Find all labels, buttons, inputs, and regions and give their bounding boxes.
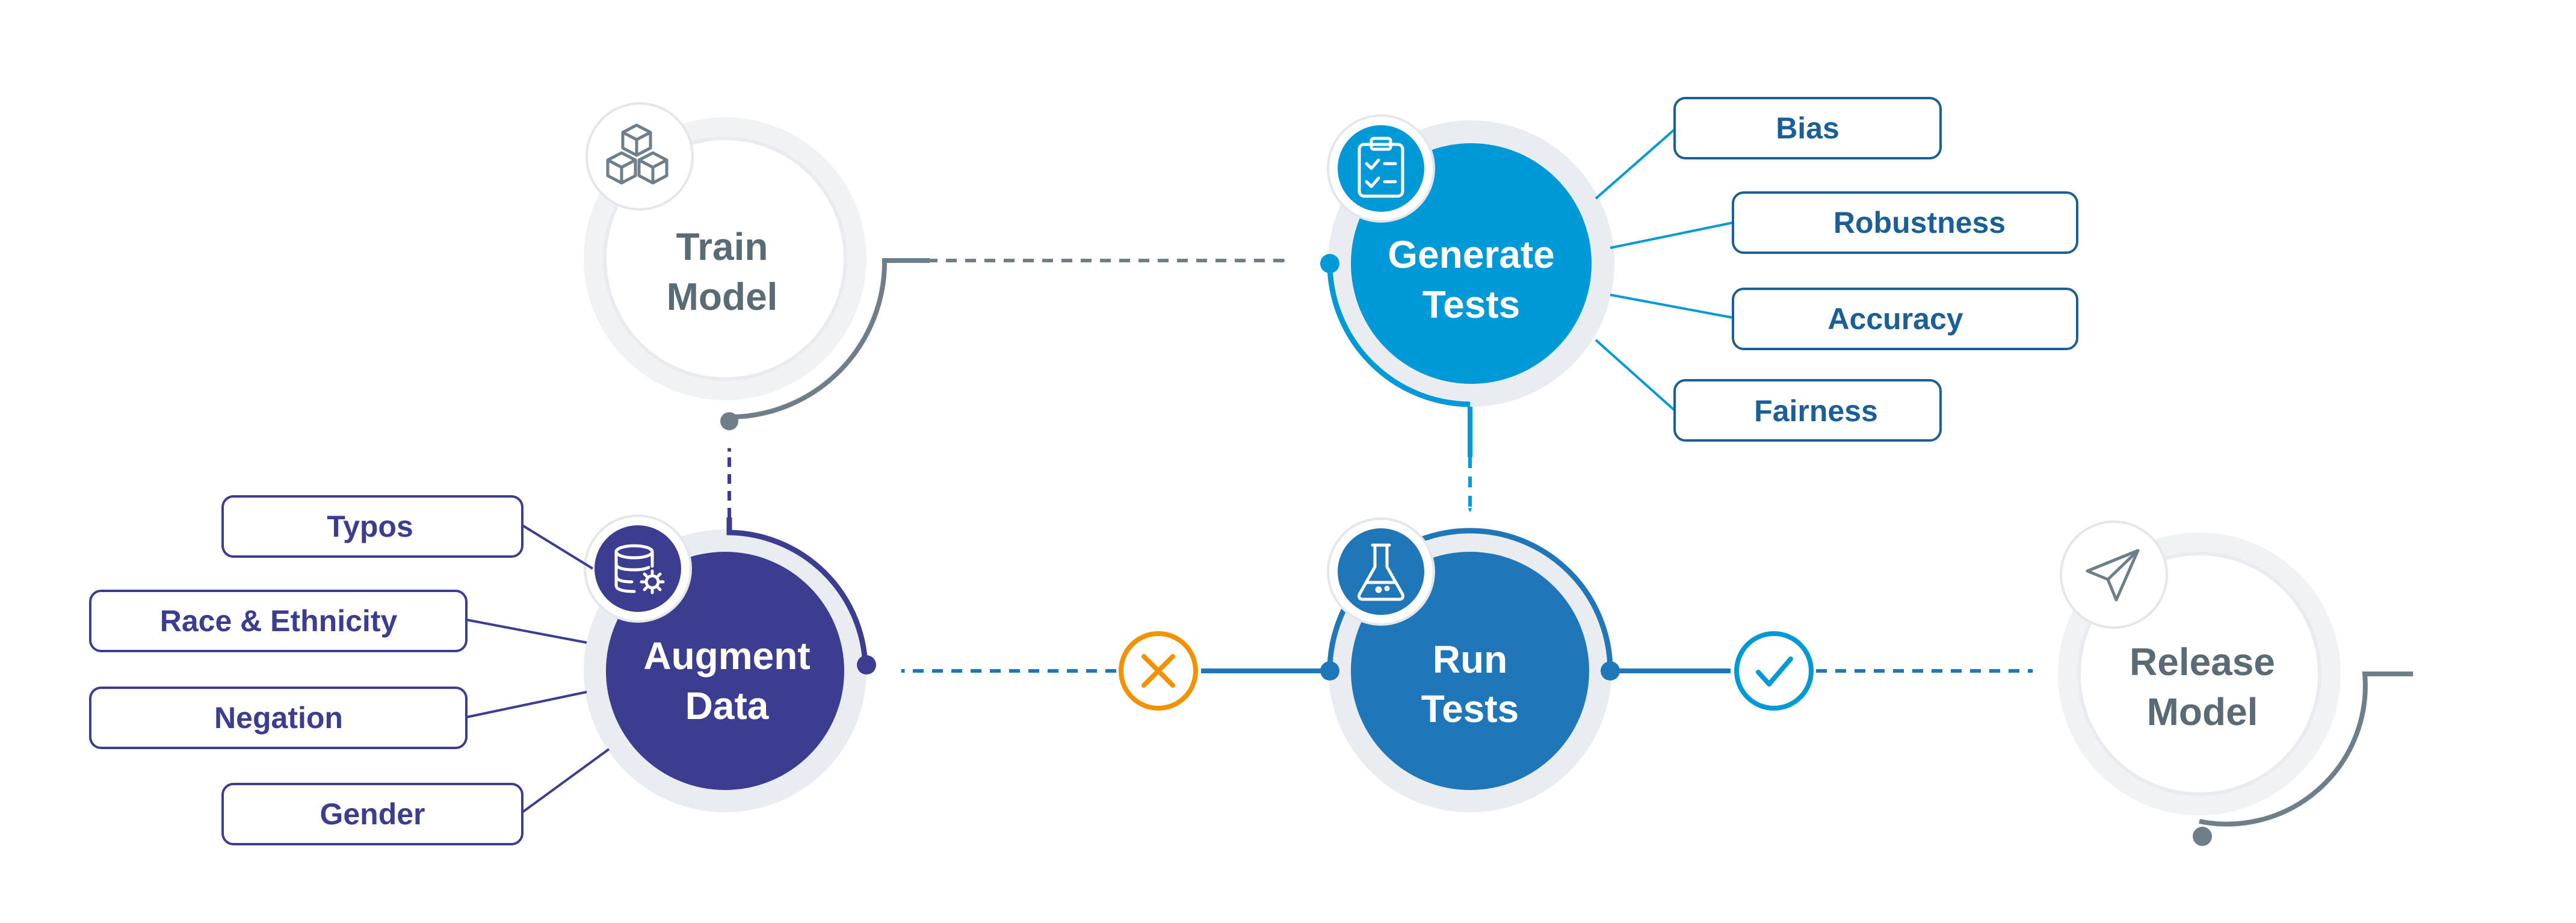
node-generate-tests: Generate Tests [1320, 114, 1614, 407]
generate-tests-label-2: Tests [1422, 283, 1520, 326]
augmentation-tag: Gender [221, 783, 524, 845]
run-tests-label-1: Run [1433, 638, 1507, 681]
node-run-tests: Run Tests [1320, 517, 1620, 812]
test-category-tag: Bias [1673, 97, 1942, 159]
test-category-tag: Robustness [1732, 191, 2078, 254]
augmentation-tag: Race & Ethnicity [89, 590, 468, 652]
augmentation-label: Typos [327, 510, 413, 543]
test-category-leaders [1595, 128, 1734, 412]
run-tests-ring-dot-right [1601, 661, 1620, 681]
run-tests-ring-dot-left [1320, 661, 1339, 681]
augmentation-tag: Typos [221, 495, 524, 558]
test-category-tag: Accuracy [1732, 288, 2078, 350]
release-model-label-1: Release [2130, 640, 2275, 684]
augment-data-label-1: Augment [643, 634, 810, 678]
node-train-model: Train Model [584, 102, 930, 430]
test-category-tag: Fairness [1673, 379, 1942, 442]
release-model-ring-dot [2193, 827, 2212, 846]
augmentation-tag: Negation [89, 687, 468, 749]
paper-plane-icon [2060, 520, 2168, 629]
flask-icon [1327, 517, 1435, 626]
augment-data-ring-dot [857, 655, 876, 674]
augment-data-ring-arc [726, 517, 868, 665]
node-release-model: Release Model [2058, 520, 2341, 846]
release-model-label-2: Model [2147, 690, 2258, 733]
cubes-icon [585, 102, 694, 211]
augmentation-label: Race & Ethnicity [160, 604, 398, 638]
generate-tests-ring-arc [1327, 263, 1471, 407]
connector-release-out [2199, 671, 2414, 827]
test-category-label: Fairness [1754, 394, 1878, 428]
node-augment-data: Augment Data [584, 514, 876, 812]
database-gear-icon [584, 514, 692, 623]
train-model-ring-arc [729, 258, 930, 419]
generate-tests-label-1: Generate [1388, 233, 1554, 276]
test-category-label: Bias [1776, 111, 1839, 145]
augmentation-label: Negation [214, 701, 343, 735]
run-tests-label-2: Tests [1421, 687, 1519, 730]
augment-data-label-2: Data [685, 684, 769, 727]
augmentation-leaders [466, 524, 610, 813]
x-circle-icon [1119, 631, 1198, 711]
train-model-label-2: Model [667, 275, 778, 318]
checklist-icon [1327, 114, 1435, 223]
test-category-label: Robustness [1833, 206, 2006, 239]
check-circle-icon [1734, 631, 1814, 711]
generate-tests-ring-dot [1320, 254, 1339, 273]
augmentation-label: Gender [320, 797, 425, 831]
train-model-ring-dot [720, 412, 738, 430]
train-model-label-1: Train [676, 225, 768, 268]
test-category-label: Accuracy [1827, 302, 1963, 336]
